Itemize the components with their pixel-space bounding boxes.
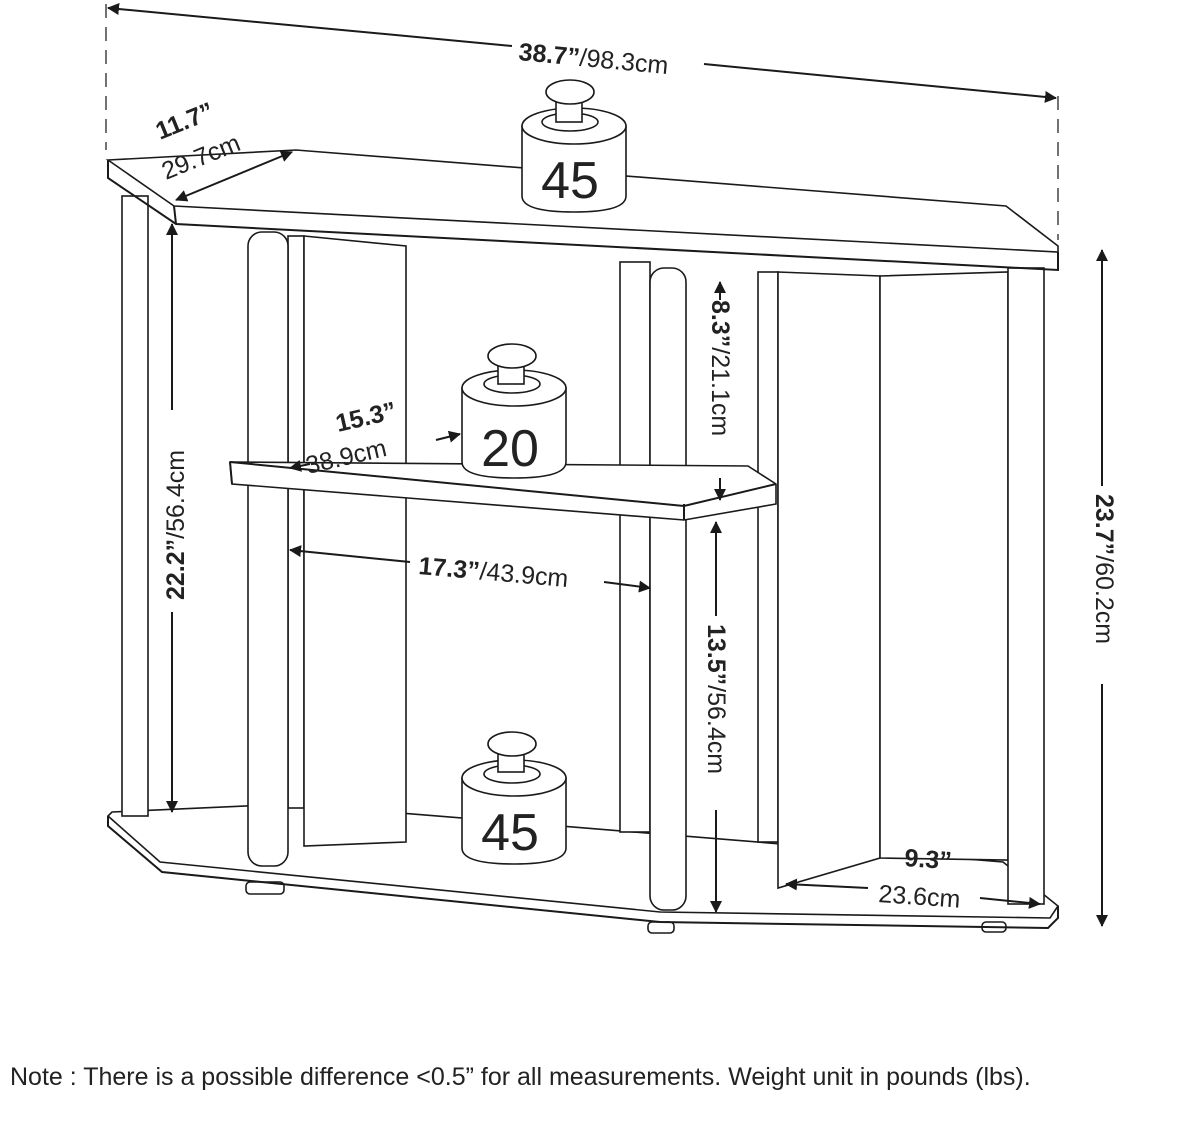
back-panel <box>287 235 305 809</box>
back-panel <box>619 261 651 833</box>
tv-stand-drawing <box>105 149 1060 934</box>
svg-text:38.7”/98.3cm: 38.7”/98.3cm <box>517 38 669 80</box>
svg-text:13.5”/56.4cm: 13.5”/56.4cm <box>702 624 730 774</box>
dimension-upper-clearance: 8.3”/21.1cm <box>706 281 734 501</box>
dimension-base-depth: 9.3” 23.6cm <box>785 844 1041 914</box>
leg <box>649 267 687 911</box>
weight-top: 45 <box>521 79 627 213</box>
dimension-leg-height: 22.2”/56.4cm <box>162 223 190 813</box>
measurement-note: Note : There is a possible difference <0… <box>10 1063 1031 1091</box>
weight-top-label: 45 <box>541 152 599 210</box>
svg-text:22.2”/56.4cm: 22.2”/56.4cm <box>162 450 190 600</box>
svg-text:9.3”: 9.3” <box>904 844 953 875</box>
dimension-total-height: 23.7”/60.2cm <box>1090 249 1118 927</box>
side-panel-right <box>777 271 881 890</box>
weight-bottom: 45 <box>461 731 567 865</box>
dimension-lower-clearance: 13.5”/56.4cm <box>702 521 730 913</box>
weight-middle: 20 <box>461 343 567 479</box>
svg-text:8.3”/21.1cm: 8.3”/21.1cm <box>706 300 734 436</box>
leg <box>1007 267 1045 905</box>
svg-text:11.7”: 11.7” <box>152 97 218 145</box>
weight-bottom-label: 45 <box>481 804 539 862</box>
svg-text:17.3”/43.9cm: 17.3”/43.9cm <box>417 552 569 593</box>
foot <box>647 921 675 934</box>
dimension-width: 38.7”/98.3cm <box>107 3 1057 103</box>
leg <box>247 231 289 867</box>
leg <box>121 195 149 817</box>
svg-text:23.6cm: 23.6cm <box>878 880 962 914</box>
svg-text:23.7”/60.2cm: 23.7”/60.2cm <box>1090 494 1118 644</box>
side-panel-left <box>303 235 407 847</box>
weight-middle-label: 20 <box>481 420 539 478</box>
